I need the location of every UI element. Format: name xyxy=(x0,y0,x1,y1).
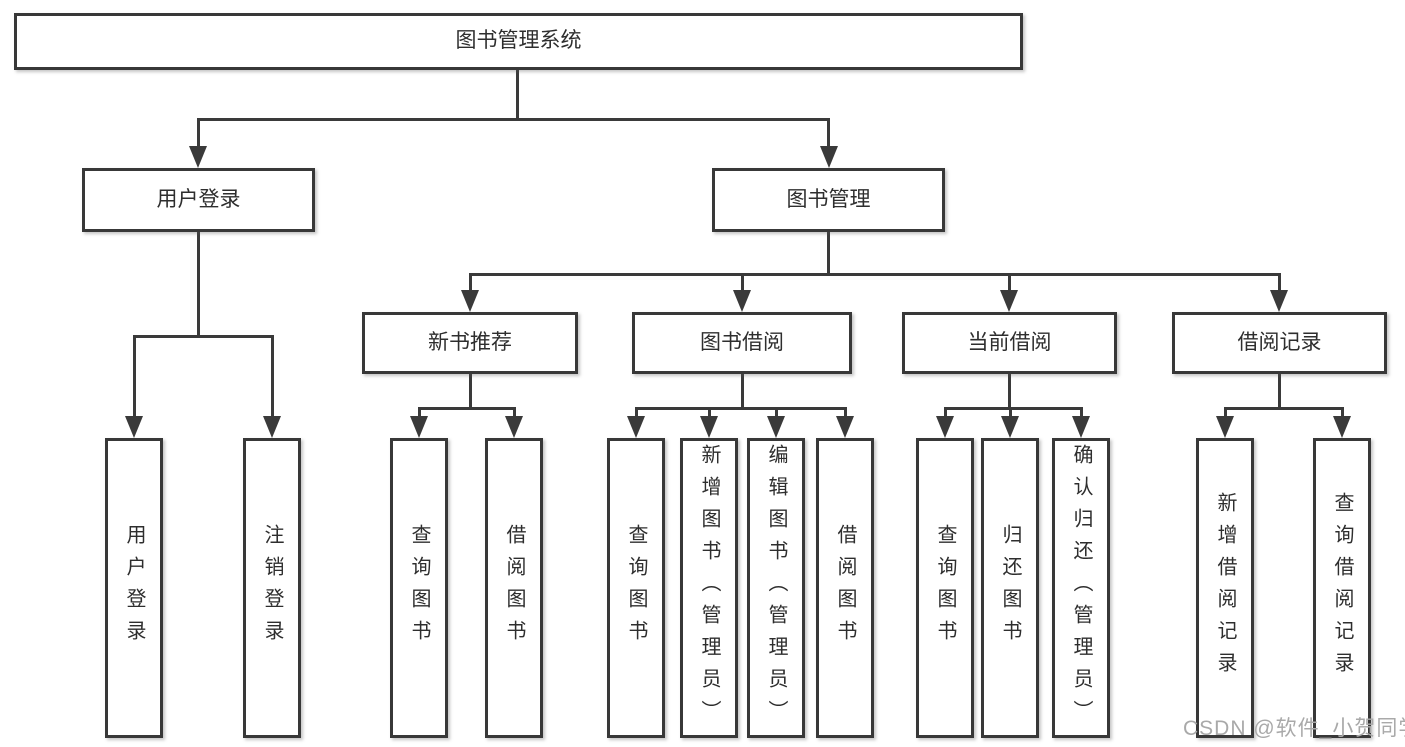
leaf-user-login: 用户登录 xyxy=(105,438,163,738)
connector-drop-mgmt xyxy=(827,118,830,148)
connector-drop-lv2 xyxy=(1278,273,1281,292)
leaf-query-books-2: 查询图书 xyxy=(607,438,665,738)
leaf-query-books-1: 查询图书 xyxy=(390,438,448,738)
arrow-down-icon xyxy=(189,146,207,168)
connector-drop-leaf xyxy=(1009,407,1012,418)
arrow-down-icon xyxy=(836,416,854,438)
arrow-down-icon xyxy=(263,416,281,438)
connector-records-stem xyxy=(1278,374,1281,407)
node-current-borrowing: 当前借阅 xyxy=(902,312,1117,374)
connector-drop-user xyxy=(197,118,200,148)
node-user-login: 用户登录 xyxy=(82,168,315,232)
arrow-down-icon xyxy=(1333,416,1351,438)
leaf-query-borrow-record: 查询借阅记录 xyxy=(1313,438,1371,738)
leaf-logout: 注销登录 xyxy=(243,438,301,738)
arrow-down-icon xyxy=(936,416,954,438)
connector-drop-leaf xyxy=(1341,407,1344,418)
connector-drop-leaf xyxy=(513,407,516,418)
leaf-borrow-books-2: 借阅图书 xyxy=(816,438,874,738)
connector-borrow-split xyxy=(635,407,847,410)
connector-current-split xyxy=(944,407,1083,410)
connector-level2-split xyxy=(469,273,1281,276)
arrow-down-icon xyxy=(733,290,751,312)
arrow-down-icon xyxy=(767,416,785,438)
arrow-down-icon xyxy=(410,416,428,438)
leaf-query-books-3: 查询图书 xyxy=(916,438,974,738)
arrow-down-icon xyxy=(1000,290,1018,312)
arrow-down-icon xyxy=(700,416,718,438)
arrow-down-icon xyxy=(125,416,143,438)
connector-level1-split xyxy=(197,118,830,121)
connector-rec-split xyxy=(418,407,516,410)
node-system-root: 图书管理系统 xyxy=(14,13,1023,70)
arrow-down-icon xyxy=(820,146,838,168)
connector-drop-leaf xyxy=(708,407,711,418)
connector-borrow-stem xyxy=(741,374,744,407)
leaf-add-books-admin: 新增图书（管理员） xyxy=(680,438,738,738)
connector-records-split xyxy=(1224,407,1344,410)
arrow-down-icon xyxy=(1001,416,1019,438)
connector-drop-lv2 xyxy=(1008,273,1011,292)
connector-current-stem xyxy=(1008,374,1011,407)
connector-drop-leaf xyxy=(844,407,847,418)
connector-user-split xyxy=(133,335,274,338)
connector-drop-leaf xyxy=(944,407,947,418)
connector-drop-lv2 xyxy=(469,273,472,292)
connector-drop-leaf xyxy=(271,335,274,418)
arrow-down-icon xyxy=(461,290,479,312)
arrow-down-icon xyxy=(1072,416,1090,438)
connector-drop-leaf xyxy=(1224,407,1227,418)
connector-drop-leaf xyxy=(133,335,136,418)
connector-drop-leaf xyxy=(775,407,778,418)
node-new-book-recommend: 新书推荐 xyxy=(362,312,578,374)
connector-root-stem xyxy=(516,70,519,118)
connector-rec-stem xyxy=(469,374,472,407)
connector-drop-leaf xyxy=(418,407,421,418)
connector-drop-leaf xyxy=(1080,407,1083,418)
leaf-return-books: 归还图书 xyxy=(981,438,1039,738)
leaf-edit-books-admin: 编辑图书（管理员） xyxy=(747,438,805,738)
connector-user-stem xyxy=(197,232,200,335)
connector-drop-lv2 xyxy=(741,273,744,292)
csdn-watermark: CSDN @软件_小贺同学 xyxy=(1183,717,1405,740)
arrow-down-icon xyxy=(1270,290,1288,312)
arrow-down-icon xyxy=(1216,416,1234,438)
arrow-down-icon xyxy=(627,416,645,438)
node-borrowing-records: 借阅记录 xyxy=(1172,312,1387,374)
node-book-borrowing: 图书借阅 xyxy=(632,312,852,374)
arrow-down-icon xyxy=(505,416,523,438)
leaf-add-borrow-record: 新增借阅记录 xyxy=(1196,438,1254,738)
connector-mgmt-stem xyxy=(827,232,830,273)
connector-drop-leaf xyxy=(635,407,638,418)
leaf-confirm-return-admin: 确认归还（管理员） xyxy=(1052,438,1110,738)
leaf-borrow-books-1: 借阅图书 xyxy=(485,438,543,738)
node-book-management: 图书管理 xyxy=(712,168,945,232)
